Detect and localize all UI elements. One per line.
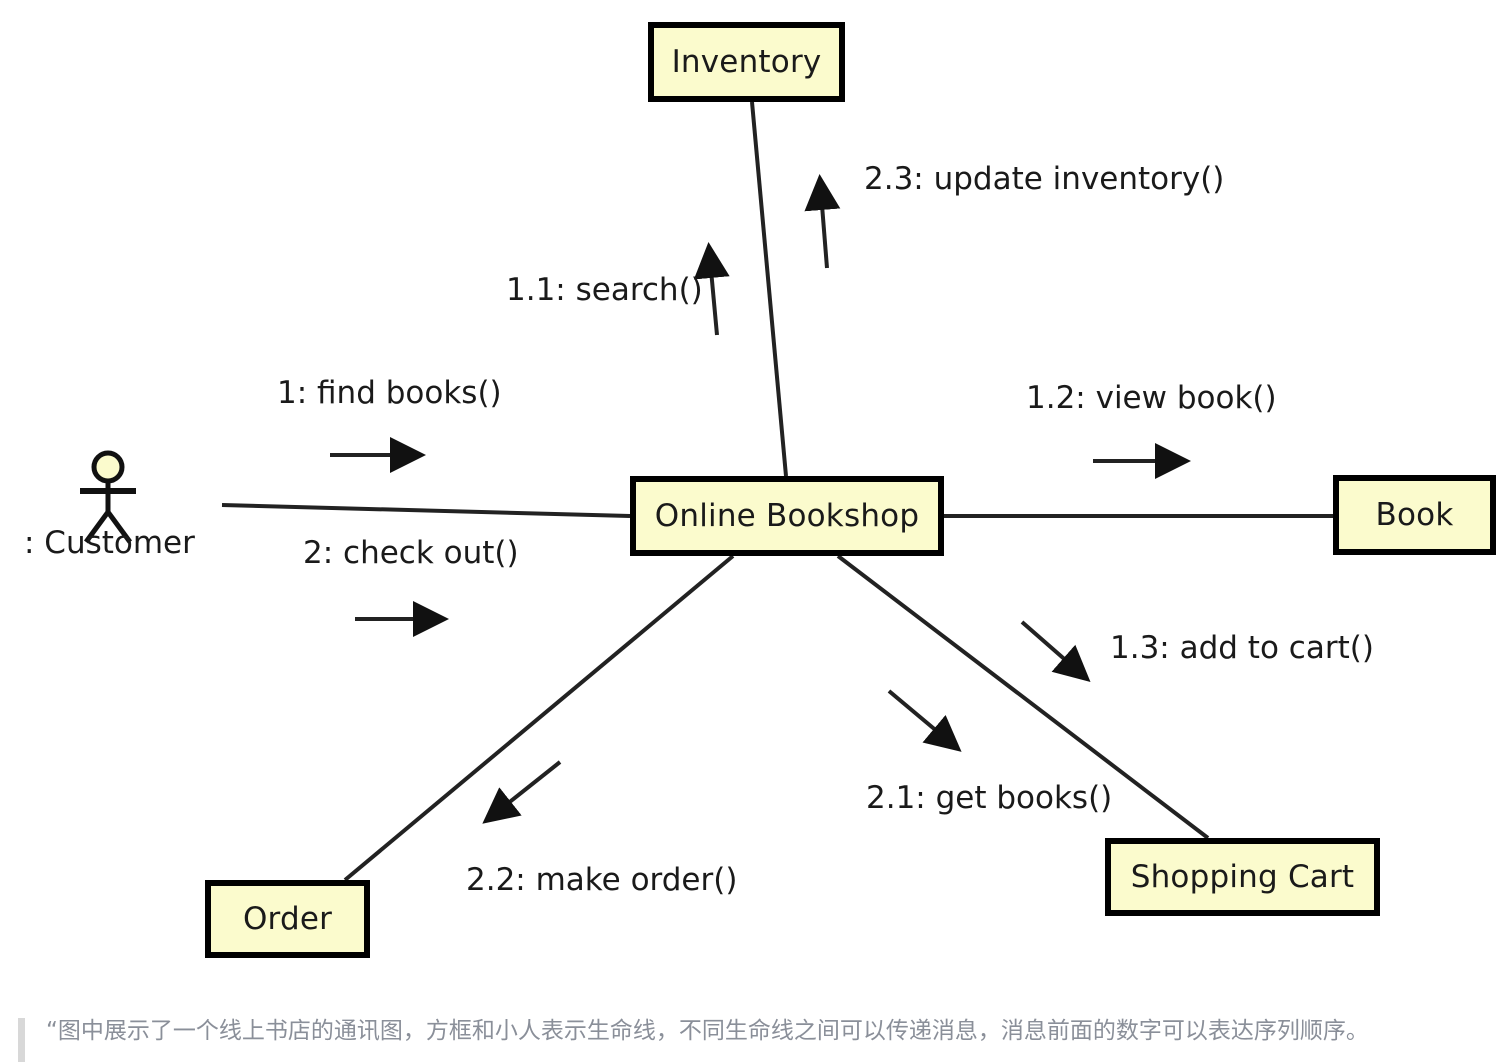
lifeline-online-bookshop[interactable]: Online Bookshop xyxy=(630,476,944,556)
lifeline-label-order: Order xyxy=(242,901,333,937)
caption-quote-mark: “ xyxy=(46,1018,58,1044)
message-arrow-1-1-search xyxy=(693,242,730,336)
message-label-2-2-make-order: 2.2: make order() xyxy=(466,862,738,898)
message-label-2-3-update-inventory: 2.3: update inventory() xyxy=(864,161,1225,197)
message-label-1-3-add-to-cart: 1.3: add to cart() xyxy=(1110,630,1374,666)
message-label-1-find-books: 1: find books() xyxy=(277,375,502,411)
uml-communication-diagram xyxy=(80,101,1333,882)
message-arrow-1-3-add-to-cart xyxy=(1020,620,1091,682)
link-online-bookshop-shopping-cart xyxy=(836,554,1210,840)
blockquote-bar xyxy=(18,1018,25,1062)
caption-blockquote: “图中展示了一个线上书店的通讯图，方框和小人表示生命线，不同生命线之间可以传递消… xyxy=(0,1000,1510,1062)
message-arrow-2-1-get-books xyxy=(887,689,962,752)
lifeline-order[interactable]: Order xyxy=(205,880,370,958)
message-arrow-2-2-make-order xyxy=(482,760,562,824)
link-customer-online-bookshop xyxy=(221,503,631,518)
lifeline-label-inventory: Inventory xyxy=(671,44,822,80)
lifeline-label-online-bookshop: Online Bookshop xyxy=(654,498,920,534)
link-online-bookshop-inventory xyxy=(750,101,788,477)
lifeline-book[interactable]: Book xyxy=(1333,475,1496,555)
lifeline-shopping-cart[interactable]: Shopping Cart xyxy=(1105,838,1380,916)
actor-customer-figure xyxy=(80,450,136,544)
message-arrow-2-3-update-inventory xyxy=(804,174,841,269)
message-label-1-1-search: 1.1: search() xyxy=(506,272,703,308)
lifeline-label-customer: : Customer xyxy=(24,525,195,561)
message-label-2-1-get-books: 2.1: get books() xyxy=(866,780,1113,816)
link-online-bookshop-order xyxy=(343,554,735,882)
caption-text: “图中展示了一个线上书店的通讯图，方框和小人表示生命线，不同生命线之间可以传递消… xyxy=(46,1014,1369,1048)
lifeline-label-book: Book xyxy=(1375,497,1454,533)
caption-body: 图中展示了一个线上书店的通讯图，方框和小人表示生命线，不同生命线之间可以传递消息… xyxy=(57,1018,1369,1044)
message-label-1-2-view-book: 1.2: view book() xyxy=(1026,380,1277,416)
message-label-2-check-out: 2: check out() xyxy=(303,535,519,571)
lifeline-label-shopping-cart: Shopping Cart xyxy=(1130,859,1355,895)
lifeline-inventory[interactable]: Inventory xyxy=(648,22,845,102)
